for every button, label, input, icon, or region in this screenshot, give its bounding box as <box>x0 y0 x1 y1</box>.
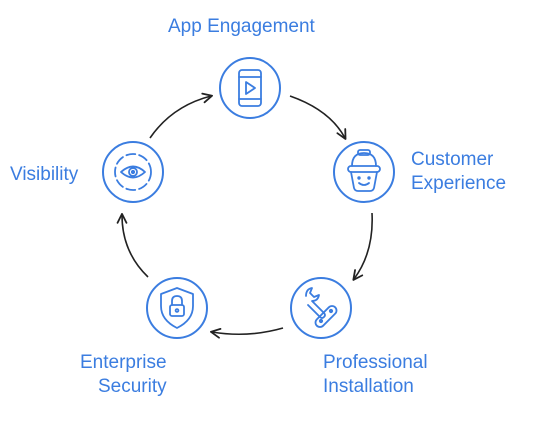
arrow-visibility-to-app <box>149 92 213 139</box>
label-app-line-1: App Engagement <box>168 16 315 37</box>
shield-lock-icon <box>160 287 194 329</box>
label-enterprise-security: Enterprise Security <box>80 351 167 399</box>
wrench-screwdriver-icon <box>305 287 338 328</box>
label-professional-line-2: Installation <box>323 376 414 397</box>
label-enterprise-line-1: Enterprise <box>80 352 167 373</box>
smiling-basket-icon <box>347 149 381 192</box>
label-customer-line-2: Experience <box>411 173 507 194</box>
arrow-customer-to-professional <box>352 212 373 281</box>
node-enterprise-security <box>146 277 208 339</box>
arrow-professional-to-enterprise <box>209 327 284 339</box>
label-customer-experience: Customer Experience <box>411 148 506 196</box>
eye-scan-icon <box>114 153 152 191</box>
label-visibility: Visibility <box>10 163 78 187</box>
node-app-engagement <box>219 57 281 119</box>
label-app-engagement: App Engagement <box>168 15 315 39</box>
arrow-app-to-customer <box>289 95 347 140</box>
smartphone-play-icon <box>238 69 262 107</box>
node-professional-installation <box>290 277 352 339</box>
arrow-enterprise-to-visibility <box>116 212 149 278</box>
label-customer-line-1: Customer <box>411 149 494 170</box>
label-enterprise-line-2: Security <box>97 376 167 397</box>
node-visibility <box>102 141 164 203</box>
label-professional-installation: Professional Installation <box>323 351 428 399</box>
label-visibility-line-1: Visibility <box>10 164 79 185</box>
node-customer-experience <box>333 141 395 203</box>
label-professional-line-1: Professional <box>323 352 428 373</box>
